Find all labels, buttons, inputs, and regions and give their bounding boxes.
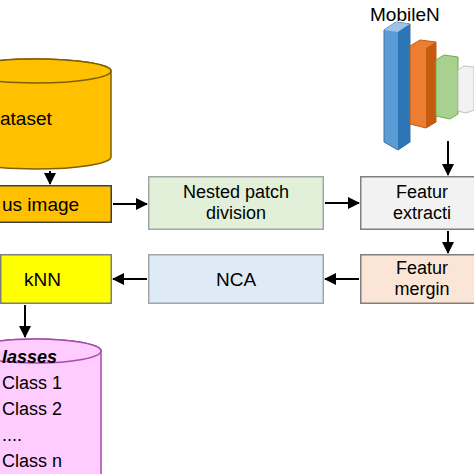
box-fill <box>149 255 324 304</box>
node-item: Class 1 <box>2 370 102 396</box>
layer-block <box>398 24 410 150</box>
cylinder-top <box>0 59 111 83</box>
process-box: Featur mergin <box>360 254 474 304</box>
box-fill <box>1 255 112 304</box>
flow-arrow <box>447 141 449 175</box>
flow-arrow <box>325 202 359 204</box>
text-wrap: Featur mergin <box>360 258 474 300</box>
process-box: kNN <box>0 254 112 304</box>
text-wrap: us image <box>0 194 112 215</box>
cylinder-body <box>0 59 111 169</box>
text-wrap: kNN <box>0 269 112 290</box>
process-box: NCA <box>148 254 324 304</box>
flow-arrow <box>447 231 449 253</box>
node-label: NCA <box>148 269 324 290</box>
flow-arrow <box>325 278 359 280</box>
flow-arrow <box>24 305 26 337</box>
node-label: lasses <box>2 344 102 370</box>
database-cylinder: ataset <box>0 58 112 170</box>
node-item: .... <box>2 422 102 448</box>
text-wrap: NCA <box>148 269 324 290</box>
box-fill <box>361 255 474 304</box>
cylinder-body <box>0 339 101 474</box>
flow-arrow <box>113 278 147 280</box>
layer-block <box>410 40 436 128</box>
text-wrap: lassesClass 1Class 2....Class n <box>0 344 102 474</box>
box-fill <box>149 177 324 230</box>
text-wrap: Featur extracti <box>360 182 474 224</box>
node-label: kNN <box>24 269 112 290</box>
box-fill <box>361 177 474 230</box>
node-label: MobileN <box>370 4 474 25</box>
text-wrap: MobileN <box>368 4 474 25</box>
box-fill <box>0 186 111 223</box>
flow-arrow <box>113 203 147 205</box>
node-label: Featur mergin <box>372 258 472 300</box>
node-item: Class 2 <box>2 396 102 422</box>
layer-block <box>458 66 474 113</box>
process-box: Nested patch division <box>148 176 324 230</box>
node-label: ataset <box>0 108 112 129</box>
database-cylinder: lassesClass 1Class 2....Class n <box>0 338 102 474</box>
text-wrap: ataset <box>0 108 112 129</box>
process-box: us image <box>0 185 112 223</box>
node-label: us image <box>2 194 112 215</box>
flow-arrow <box>49 171 51 184</box>
node-label: Featur extracti <box>372 182 472 224</box>
model-label: MobileN <box>368 0 474 140</box>
process-box: Featur extracti <box>360 176 474 230</box>
node-label: Nested patch division <box>161 182 311 224</box>
text-wrap: Nested patch division <box>148 182 324 224</box>
layer-block <box>384 22 410 150</box>
layer-block <box>436 55 458 119</box>
layer-block <box>426 42 436 128</box>
node-item: Class n <box>2 448 102 474</box>
